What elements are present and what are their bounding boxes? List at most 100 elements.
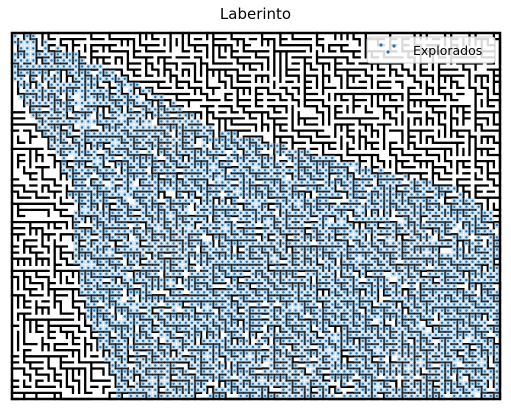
explored-point (202, 364, 206, 367)
explored-point (19, 83, 23, 87)
explored-point (160, 352, 163, 355)
explored-point (428, 345, 431, 349)
explored-point (483, 321, 486, 324)
explored-point (306, 163, 309, 166)
explored-point (465, 254, 468, 257)
explored-point (129, 327, 133, 330)
explored-point (288, 327, 291, 330)
explored-point (221, 211, 224, 215)
explored-point (416, 278, 419, 282)
explored-point (361, 260, 364, 263)
explored-point (349, 266, 352, 270)
explored-point (373, 205, 377, 208)
explored-point (300, 156, 303, 160)
explored-point (459, 376, 462, 379)
explored-point (111, 114, 114, 117)
explored-point (129, 175, 133, 178)
explored-point (361, 175, 364, 178)
explored-point (422, 376, 425, 379)
explored-point (489, 278, 492, 282)
explored-point (32, 47, 35, 50)
explored-point (465, 217, 468, 221)
explored-point (251, 370, 255, 373)
explored-point (233, 254, 236, 257)
explored-point (373, 345, 377, 349)
explored-point (343, 169, 346, 172)
explored-point (172, 205, 175, 208)
explored-point (410, 199, 413, 202)
explored-point (459, 345, 462, 349)
explored-point (489, 284, 492, 288)
explored-point (239, 242, 242, 245)
explored-point (477, 345, 480, 349)
explored-point (99, 77, 102, 81)
explored-point (343, 242, 346, 245)
explored-point (172, 211, 175, 215)
explored-point (172, 236, 175, 239)
explored-point (355, 205, 358, 208)
explored-point (129, 89, 133, 93)
explored-point (422, 248, 425, 251)
explored-point (349, 248, 352, 251)
explored-point (459, 309, 462, 312)
explored-point (349, 284, 352, 288)
explored-point (190, 358, 194, 361)
explored-point (68, 144, 72, 147)
explored-point (245, 181, 248, 184)
explored-point (355, 327, 358, 330)
explored-point (324, 364, 328, 367)
explored-point (477, 315, 480, 318)
chart-title: Laberinto (219, 5, 292, 23)
explored-point (154, 181, 157, 184)
explored-point (142, 126, 145, 129)
explored-point (422, 242, 425, 245)
explored-point (227, 321, 230, 324)
explored-point (300, 260, 303, 263)
explored-point (282, 333, 285, 337)
explored-point (398, 352, 401, 355)
explored-point (337, 169, 340, 172)
explored-point (385, 315, 389, 318)
explored-point (196, 169, 200, 172)
explored-point (99, 230, 102, 233)
explored-point (129, 211, 133, 215)
explored-point (142, 163, 145, 166)
explored-point (178, 126, 181, 129)
explored-point (300, 321, 303, 324)
explored-point (148, 193, 151, 196)
explored-point (392, 266, 395, 270)
explored-point (251, 144, 255, 147)
explored-point (166, 315, 169, 318)
explored-point (410, 284, 413, 288)
explored-point (373, 272, 377, 276)
explored-point (172, 291, 175, 294)
explored-point (361, 370, 364, 373)
explored-point (428, 339, 431, 343)
explored-point (38, 65, 41, 68)
explored-point (50, 59, 53, 62)
explored-point (111, 71, 114, 74)
explored-point (196, 376, 200, 379)
explored-point (80, 163, 84, 166)
explored-point (288, 156, 291, 160)
explored-point (62, 169, 65, 172)
explored-point (251, 187, 255, 190)
explored-point (117, 248, 121, 251)
explored-point (196, 211, 200, 215)
explored-point (209, 175, 212, 178)
explored-point (367, 223, 370, 227)
explored-point (263, 370, 267, 373)
explored-point (270, 254, 273, 257)
explored-point (129, 345, 133, 349)
explored-point (306, 217, 309, 221)
explored-point (123, 138, 127, 141)
explored-point (324, 230, 328, 233)
explored-point (300, 266, 303, 270)
explored-point (160, 169, 163, 172)
explored-point (190, 163, 194, 166)
explored-point (398, 358, 401, 361)
explored-point (446, 284, 450, 288)
explored-point (19, 77, 23, 81)
explored-point (166, 150, 169, 154)
explored-point (154, 156, 157, 160)
